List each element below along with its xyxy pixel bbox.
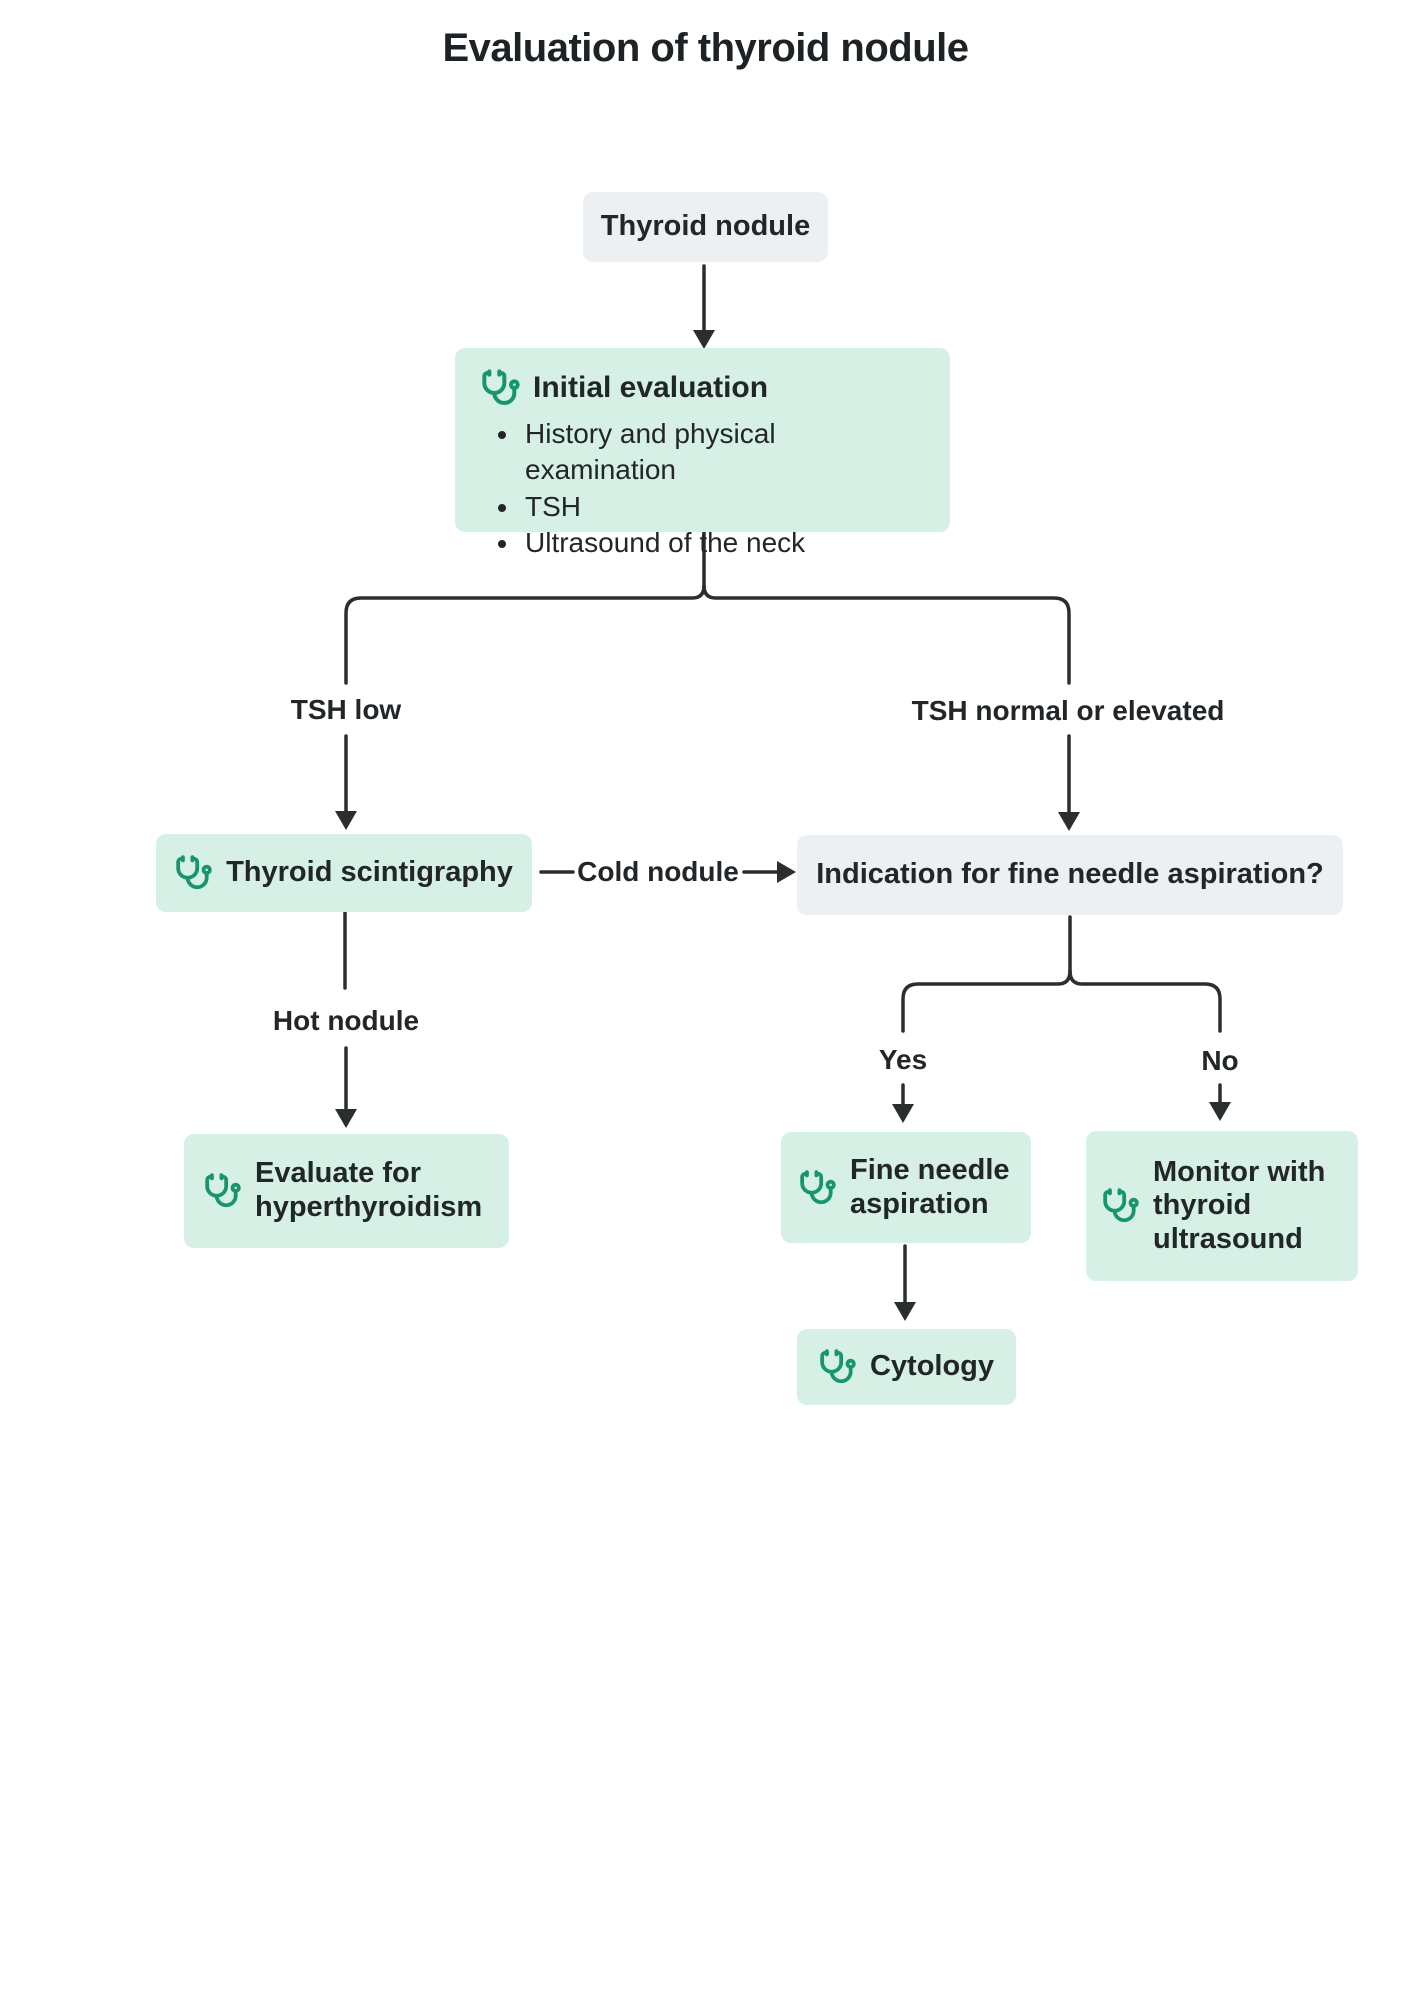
edge-hot-nodule (335, 910, 357, 1128)
stethoscope-icon (1102, 1187, 1140, 1225)
edge-cold-nodule (539, 861, 796, 883)
node-label: Evaluate for hyperthyroidism (255, 1157, 483, 1223)
page-title: Evaluation of thyroid nodule (442, 26, 970, 70)
edge-initial-fork (344, 529, 1071, 685)
node-label: Thyroid nodule (600, 210, 811, 243)
stethoscope-icon (204, 1172, 242, 1210)
edge-label-tsh-normal-or-elevated: TSH normal or elevated (911, 695, 1225, 726)
edge-label-tsh-low: TSH low (290, 694, 402, 725)
edge-tsh-normal-to-fna-question (1058, 734, 1080, 831)
node-fna-indication: Indication for fine needle aspiration? (797, 835, 1343, 915)
node-header: Initial evaluation (481, 368, 768, 408)
node-monitor-thyroid-ultrasound: Monitor with thyroid ultrasound (1086, 1131, 1358, 1281)
edge-label-yes: Yes (878, 1044, 928, 1075)
arrowhead-down-icon (693, 330, 715, 349)
edge-line (702, 584, 1071, 685)
edge-line (901, 969, 1072, 1033)
arrowhead-down-icon (892, 1104, 914, 1123)
arrowhead-down-icon (335, 811, 357, 830)
node-cytology: Cytology (797, 1329, 1016, 1405)
stethoscope-icon (175, 854, 213, 892)
edge-label-cold-nodule: Cold nodule (577, 856, 739, 887)
arrowhead-right-icon (777, 861, 796, 883)
node-label: Initial evaluation (533, 370, 769, 404)
edge-yes-to-fna (892, 1083, 914, 1123)
arrowhead-down-icon (335, 1109, 357, 1128)
stethoscope-icon (481, 368, 521, 408)
node-thyroid-nodule: Thyroid nodule (583, 192, 828, 262)
edge-fna-to-cytology (894, 1244, 916, 1321)
initial-evaluation-bullet-list: History and physical examination TSH Ult… (497, 416, 924, 562)
node-label: Cytology (869, 1350, 995, 1383)
node-thyroid-scintigraphy: Thyroid scintigraphy (156, 834, 532, 912)
node-label: Thyroid scintigraphy (226, 856, 513, 889)
edge-fna-question-fork (901, 915, 1222, 1033)
stethoscope-icon (819, 1348, 857, 1386)
bullet-item: Ultrasound of the neck (521, 525, 924, 561)
edge-thyroid-to-initial (693, 264, 715, 349)
node-label: Monitor with thyroid ultrasound (1153, 1155, 1326, 1255)
arrowhead-down-icon (1058, 812, 1080, 831)
edge-tsh-low-to-scintigraphy (335, 734, 357, 830)
stethoscope-icon (799, 1169, 837, 1207)
node-label: Indication for fine needle aspiration? (816, 858, 1324, 891)
arrowhead-down-icon (1209, 1102, 1231, 1121)
node-evaluate-hyperthyroidism: Evaluate for hyperthyroidism (184, 1134, 509, 1248)
bullet-item: TSH (521, 489, 924, 525)
node-fine-needle-aspiration: Fine needle aspiration (781, 1132, 1031, 1243)
edge-label-no: No (1201, 1045, 1239, 1076)
arrowhead-down-icon (894, 1302, 916, 1321)
edge-no-to-monitor (1209, 1083, 1231, 1121)
node-label: Fine needle aspiration (850, 1153, 1010, 1220)
bullet-item: History and physical examination (521, 416, 924, 489)
edge-label-hot-nodule: Hot nodule (272, 1005, 420, 1036)
edge-line (1068, 969, 1222, 1033)
edge-line (344, 584, 706, 685)
node-initial-evaluation: Initial evaluation History and physical … (455, 348, 950, 558)
